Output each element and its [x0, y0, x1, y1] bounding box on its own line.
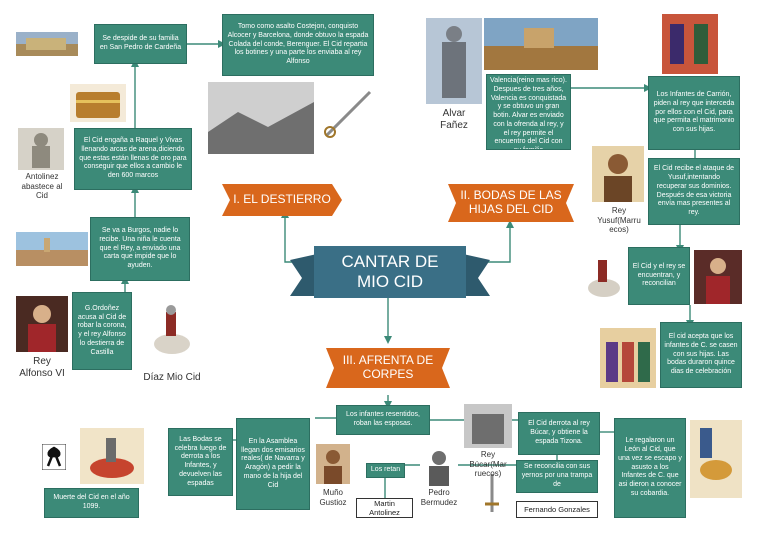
- lion-scene-image: [690, 420, 742, 498]
- section-label-destierro: I. EL DESTIERRO: [233, 192, 331, 207]
- box-derrota: El Cid derrota al rey Búcar, y obtiene l…: [518, 412, 600, 455]
- box-valencia: El Cid va a Valencia(reino mas rico). De…: [486, 74, 571, 150]
- caption-yusuf: Rey Yusuf(Marru ecos): [597, 206, 641, 235]
- box-encuentran: El Cid y el rey se encuentran, y reconci…: [628, 247, 690, 305]
- name-box-fernando: Fernando Gonzales: [516, 501, 598, 518]
- section-label-bodas: II. BODAS DE LAS HIJAS DEL CID: [460, 188, 562, 216]
- caption-muno: Muño Gustioz: [319, 488, 347, 507]
- box-ordonez: G.Ordoñez acusa al Cid de robar la coron…: [72, 292, 132, 370]
- caption-antolinez: Antolinez abastece al Cid: [21, 172, 63, 201]
- box-bodas-luego: Las Bodas se celebra luego de derrota a …: [168, 428, 233, 496]
- caption-rey-alfonso: Rey Alfonso VI: [19, 356, 65, 379]
- burgos-city-image: [16, 232, 88, 266]
- box-burgos: Se va a Burgos, nadie lo recibe. Una niñ…: [90, 217, 190, 281]
- name-box-martin: Martin Antolinez: [356, 498, 413, 518]
- cid-horseman-image: [142, 300, 198, 366]
- box-acepta: El cid acepta que los infantes de C. se …: [660, 322, 742, 388]
- box-retan: Los retan: [366, 463, 405, 478]
- title-banner: CANTAR DE MIO CID: [290, 238, 490, 310]
- sword-tizona-image: [482, 470, 502, 516]
- section-banner-afrenta: III. AFRENTA DE CORPES: [326, 344, 450, 392]
- box-reconcilia: Se reconcilia con sus yernos por una tra…: [516, 460, 598, 493]
- treasure-chest-image: [70, 84, 126, 122]
- connector-title-bodas: [480, 225, 511, 263]
- box-asamblea: En la Asamblea llegan dos emisarios real…: [236, 418, 310, 510]
- box-despide: Se despide de su familia en San Pedro de…: [94, 24, 187, 64]
- sword-colada-image: [318, 84, 378, 144]
- arrowhead: [506, 220, 514, 228]
- box-muerte: Muerte del Cid en el año 1099.: [44, 488, 139, 518]
- box-resentidos: Los infantes resentidos, roban las espos…: [336, 405, 430, 435]
- antolinez-statue-image: [18, 128, 64, 170]
- box-yusuf: El Cid recibe el ataque de Yusuf,intenta…: [648, 158, 740, 225]
- box-infantes: Los Infantes de Carrión, piden al rey qu…: [648, 76, 740, 150]
- caption-bucar: Rey Búcar(Mar ruecos): [469, 450, 507, 479]
- box-leon: Le regalaron un León al Cid, que una vez…: [614, 418, 686, 518]
- section-banner-destierro: I. EL DESTIERRO: [222, 180, 342, 220]
- muno-gustioz-image: [316, 444, 350, 484]
- section-banner-bodas: II. BODAS DE LAS HIJAS DEL CID: [448, 180, 574, 226]
- alvar-fanez-statue-image: [426, 18, 482, 104]
- mourning-ribbon-image: [42, 444, 66, 470]
- caption-pedro: Pedro Bermudez: [420, 488, 458, 507]
- cid-death-battle-image: [80, 428, 144, 484]
- valencia-battle-image: [484, 18, 598, 70]
- section-label-afrenta: III. AFRENTA DE CORPES: [342, 353, 434, 381]
- rey-alfonso-2-image: [694, 250, 742, 304]
- pedro-bermudez-image: [420, 446, 458, 486]
- arrowhead: [384, 336, 392, 344]
- box-tomo: Tomo como asalto Costejon, conquisto Alc…: [222, 14, 374, 76]
- main-title: CANTAR DE MIO CID: [341, 252, 439, 291]
- rey-bucar-image: [464, 404, 512, 448]
- monastery-image: [16, 32, 78, 56]
- infantes-illustration-image: [662, 14, 718, 74]
- rey-alfonso-image: [16, 296, 68, 352]
- rey-yusuf-image: [592, 146, 644, 202]
- wedding-scene-image: [600, 328, 656, 388]
- cid-horseman-2-image: [578, 250, 628, 306]
- caption-alvar: Alvar Fañez: [440, 108, 468, 131]
- battle-engraving-image: [208, 82, 314, 154]
- caption-diaz: Díaz Mio Cid: [143, 372, 201, 383]
- box-engana: El Cid engaña a Raquel y Vivas llenando …: [74, 128, 192, 190]
